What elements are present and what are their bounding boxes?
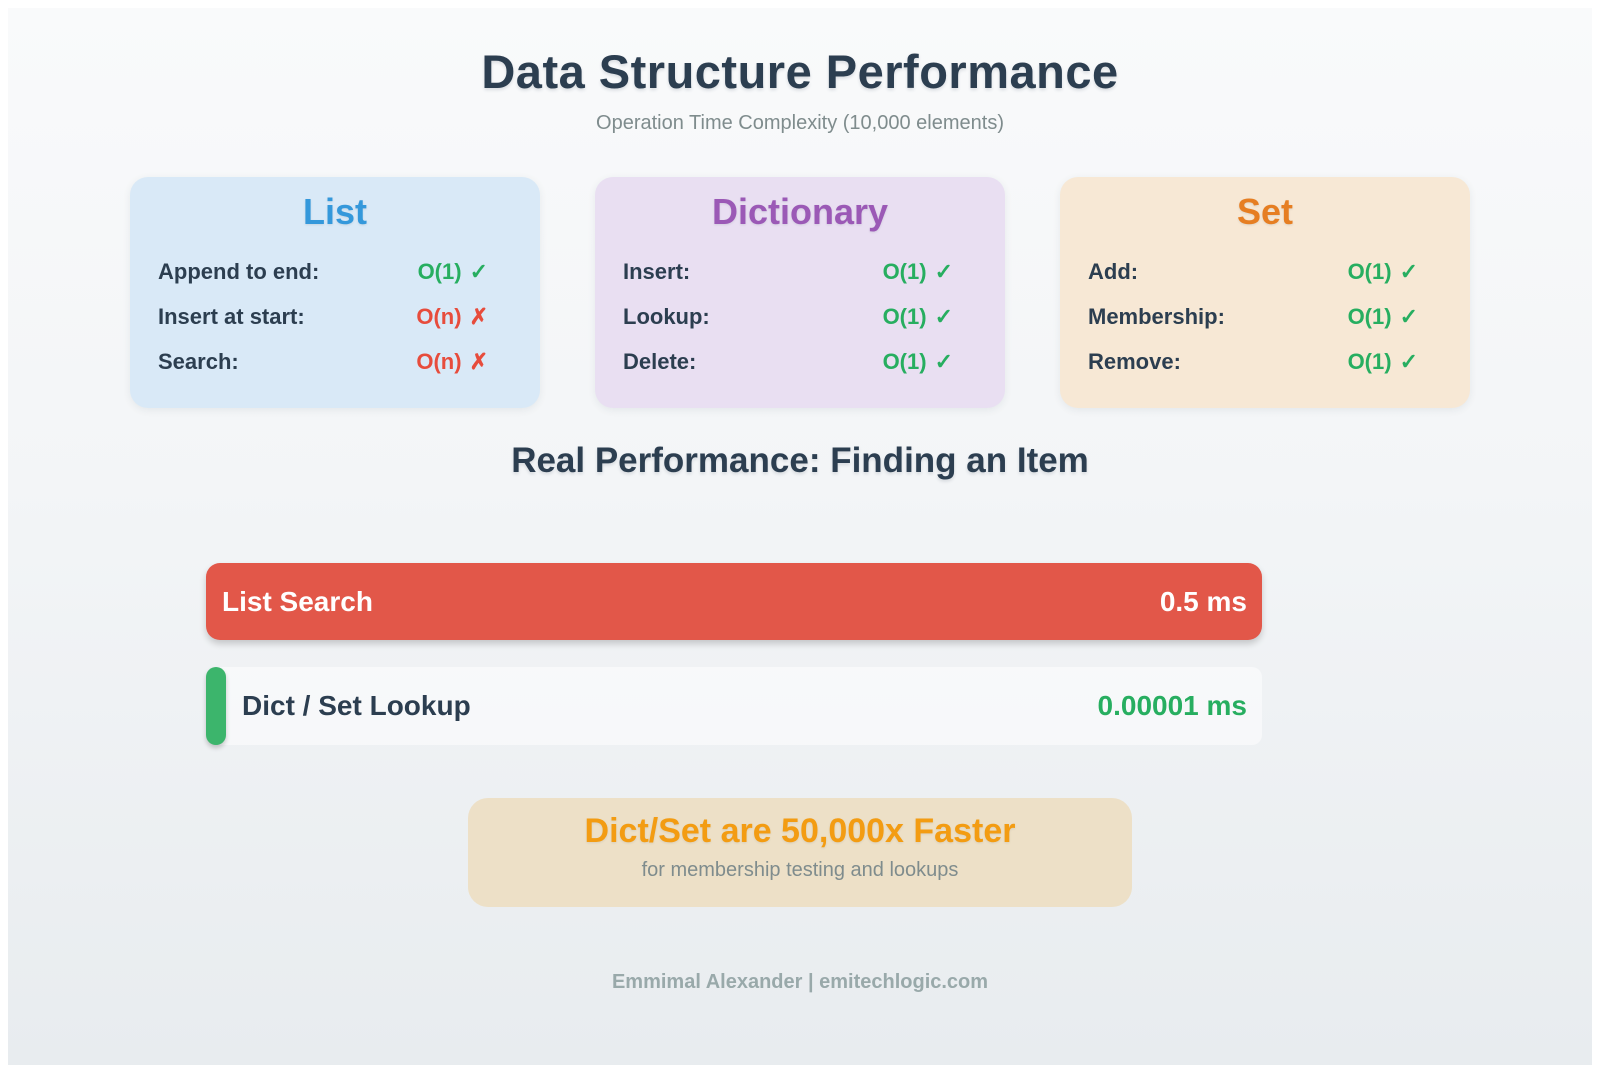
table-row: Remove: O(1) ✓: [1060, 339, 1470, 384]
list-card-rows: Append to end: O(1) ✓ Insert at start: O(…: [130, 249, 540, 384]
speedup-subtitle: for membership testing and lookups: [641, 859, 959, 881]
table-row: Lookup: O(1) ✓: [595, 294, 1005, 339]
operation-label: Lookup:: [623, 303, 710, 329]
operation-label: Remove:: [1088, 348, 1181, 374]
list-card-title: List: [302, 191, 367, 232]
operation-label: Append to end:: [158, 258, 320, 284]
complexity-value: O(n) ✗: [416, 304, 488, 330]
page-title: Data Structure Performance: [481, 45, 1119, 98]
bar-value: 0.5 ms: [1159, 585, 1247, 617]
operation-label: Search:: [158, 348, 239, 374]
check-icon: ✓: [934, 258, 953, 284]
operation-label: Insert:: [623, 258, 691, 284]
table-row: Insert at start: O(n) ✗: [130, 294, 540, 339]
dict-set-lookup-bar-row: Dict / Set Lookup 0.00001 ms: [206, 667, 1262, 745]
complexity-value: O(1) ✓: [883, 304, 953, 330]
operation-label: Delete:: [623, 348, 697, 374]
table-row: Delete: O(1) ✓: [595, 339, 1005, 384]
bar-label: Dict / Set Lookup: [242, 690, 471, 721]
dictionary-card: Dictionary Insert: O(1) ✓ Lookup: O(1) ✓ D…: [595, 177, 1005, 408]
big-o-text: O(1): [1347, 258, 1392, 284]
check-icon: ✓: [934, 303, 953, 329]
speedup-callout: Dict/Set are 50,000x Faster for membersh…: [468, 798, 1132, 907]
big-o-text: O(1): [1347, 348, 1392, 374]
operation-label: Add:: [1088, 258, 1139, 284]
bar-label: List Search: [222, 585, 373, 617]
complexity-value: O(1) ✓: [1348, 349, 1418, 375]
check-icon: ✓: [1399, 258, 1418, 284]
big-o-text: O(1): [882, 348, 927, 374]
infographic-canvas: Data Structure Performance Operation Tim…: [8, 8, 1592, 1065]
set-card-rows: Add: O(1) ✓ Membership: O(1) ✓ Remove: O(1…: [1060, 249, 1470, 384]
bar-value: 0.00001 ms: [1097, 690, 1247, 721]
table-row: Add: O(1) ✓: [1060, 249, 1470, 294]
set-card-title: Set: [1236, 191, 1294, 232]
big-o-text: O(1): [882, 258, 927, 284]
operation-label: Insert at start:: [158, 303, 305, 329]
table-row: Membership: O(1) ✓: [1060, 294, 1470, 339]
operation-label: Membership:: [1088, 303, 1225, 329]
complexity-value: O(1) ✓: [1348, 259, 1418, 285]
dictionary-card-title: Dictionary: [711, 191, 889, 232]
complexity-value: O(1) ✓: [883, 349, 953, 375]
cross-icon: ✗: [469, 303, 488, 329]
attribution-footer: Emmimal Alexander | emitechlogic.com: [611, 971, 989, 993]
table-row: Append to end: O(1) ✓: [130, 249, 540, 294]
table-row: Insert: O(1) ✓: [595, 249, 1005, 294]
complexity-value: O(1) ✓: [883, 259, 953, 285]
dictionary-card-rows: Insert: O(1) ✓ Lookup: O(1) ✓ Delete: O(1)…: [595, 249, 1005, 384]
big-o-text: O(1): [1347, 303, 1392, 329]
complexity-value: O(1) ✓: [418, 259, 488, 285]
big-o-text: O(n): [416, 348, 462, 374]
cross-icon: ✗: [469, 348, 488, 374]
big-o-text: O(1): [417, 258, 462, 284]
set-card: Set Add: O(1) ✓ Membership: O(1) ✓ Remove:…: [1060, 177, 1470, 408]
check-icon: ✓: [469, 258, 488, 284]
performance-section-heading: Real Performance: Finding an Item: [511, 441, 1089, 480]
list-card: List Append to end: O(1) ✓ Insert at star…: [130, 177, 540, 408]
page-subtitle: Operation Time Complexity (10,000 elemen…: [596, 112, 1004, 134]
check-icon: ✓: [1399, 303, 1418, 329]
list-search-bar: List Search 0.5 ms: [206, 563, 1262, 640]
dict-set-lookup-bar: [206, 667, 226, 745]
complexity-value: O(1) ✓: [1348, 304, 1418, 330]
check-icon: ✓: [1399, 348, 1418, 374]
complexity-value: O(n) ✗: [416, 349, 488, 375]
performance-bars: List Search 0.5 ms Dict / Set Lookup 0.0…: [206, 563, 1262, 745]
big-o-text: O(1): [882, 303, 927, 329]
table-row: Search: O(n) ✗: [130, 339, 540, 384]
speedup-title: Dict/Set are 50,000x Faster: [584, 812, 1016, 850]
check-icon: ✓: [934, 348, 953, 374]
big-o-text: O(n): [416, 303, 462, 329]
complexity-cards-row: List Append to end: O(1) ✓ Insert at star…: [8, 177, 1592, 408]
